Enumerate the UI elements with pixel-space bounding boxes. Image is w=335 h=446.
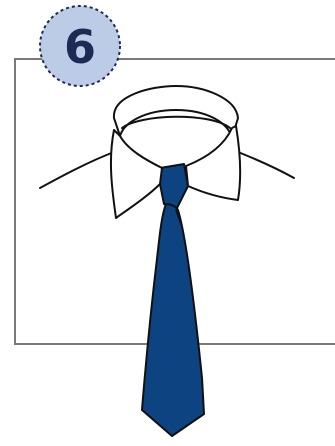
collar-band [114,86,238,138]
tie-blade [142,204,204,436]
step-badge: 6 [40,6,120,86]
collar-right-point [186,126,240,200]
shirt-and-tie [40,86,294,436]
collar-left-point [111,130,162,218]
shirt-right-shoulder [238,152,294,178]
shirt-left-shoulder [40,152,114,188]
tie-knot [160,164,188,210]
step-number: 6 [64,20,96,74]
